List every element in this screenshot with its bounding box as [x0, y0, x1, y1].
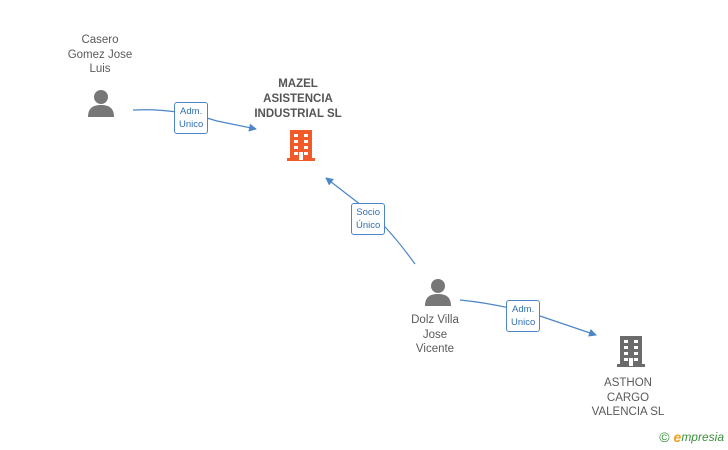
brand-name: mpresia: [681, 430, 724, 444]
brand-e: e: [673, 429, 682, 445]
copyright-icon: ©: [659, 429, 670, 445]
person-name-casero[interactable]: Casero Gomez Jose Luis: [67, 34, 133, 75]
person-icon[interactable]: [423, 277, 453, 312]
brand-logo[interactable]: © e mpresia: [659, 429, 724, 445]
building-icon[interactable]: [616, 336, 646, 373]
person-icon[interactable]: [86, 88, 116, 123]
building-icon[interactable]: [286, 130, 316, 167]
company-name-asthon[interactable]: ASTHON CARGO VALENCIA SL: [591, 377, 665, 418]
person-name-dolz[interactable]: Dolz Villa Jose Vicente: [411, 314, 459, 355]
edge-label-socio-unico[interactable]: Socio Único: [351, 203, 386, 235]
edge-label-adm-unico[interactable]: Adm. Unico: [174, 102, 209, 134]
company-name-mazel[interactable]: MAZEL ASISTENCIA INDUSTRIAL SL: [254, 78, 342, 120]
edge-label-adm-unico[interactable]: Adm. Unico: [506, 300, 541, 332]
